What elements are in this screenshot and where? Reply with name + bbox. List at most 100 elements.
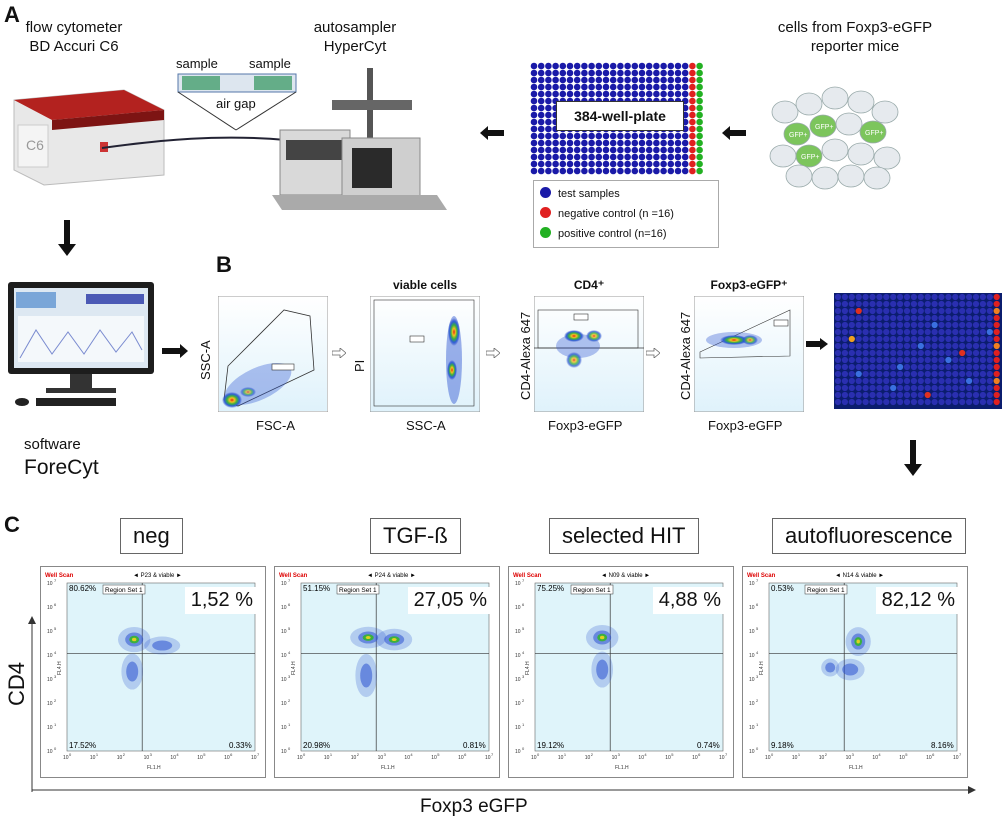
tick-label: 10 xyxy=(749,629,755,635)
well xyxy=(966,293,973,301)
legend-dot-icon xyxy=(540,207,551,218)
well xyxy=(552,90,559,98)
well xyxy=(588,76,595,84)
tick-label: 10 xyxy=(515,581,521,587)
well xyxy=(945,321,952,329)
well xyxy=(834,335,842,343)
well xyxy=(834,370,842,378)
well xyxy=(645,90,653,98)
well-scan-label: Well Scan xyxy=(747,573,776,579)
well xyxy=(972,321,980,329)
well xyxy=(667,153,675,161)
tick-label: 10 xyxy=(515,701,521,707)
legend-item-positive: positive control (n=16) xyxy=(540,224,712,244)
well xyxy=(993,377,1000,385)
well xyxy=(624,139,631,147)
well xyxy=(602,167,610,175)
tick-label: 10 xyxy=(515,629,521,635)
quad-ll: 20.98% xyxy=(303,741,330,750)
well xyxy=(689,111,696,119)
well xyxy=(979,314,986,322)
well xyxy=(537,132,545,140)
software-line1: software xyxy=(24,436,81,453)
well xyxy=(876,321,883,329)
well xyxy=(897,384,904,392)
tick-label: 7 xyxy=(959,752,962,757)
well xyxy=(660,69,667,77)
tick-label: 10 xyxy=(281,701,287,707)
well xyxy=(972,335,980,343)
well xyxy=(876,370,883,378)
tick-label: 0 xyxy=(756,746,759,751)
well xyxy=(890,370,897,378)
tick-label: 10 xyxy=(297,755,303,761)
well xyxy=(924,307,931,315)
fl4-label: FL4.H xyxy=(759,661,765,675)
well xyxy=(910,398,917,406)
region-label: Region Set 1 xyxy=(339,587,377,594)
quad-ll: 9.18% xyxy=(771,741,794,750)
well xyxy=(862,349,869,357)
well xyxy=(938,391,945,399)
well xyxy=(869,398,876,406)
well xyxy=(631,132,639,140)
well xyxy=(917,384,924,392)
well xyxy=(903,356,911,364)
well xyxy=(862,314,869,322)
well xyxy=(696,111,703,119)
well xyxy=(903,328,911,336)
well xyxy=(653,62,660,70)
well xyxy=(876,307,883,315)
well xyxy=(617,167,624,175)
well xyxy=(617,139,624,147)
well xyxy=(545,76,552,84)
well xyxy=(631,90,639,98)
well xyxy=(917,356,924,364)
right-arrow-icon xyxy=(646,348,660,358)
well xyxy=(993,342,1000,350)
well xyxy=(595,90,603,98)
cells-caption: cells from Foxp3-eGFP reporter mice xyxy=(750,18,960,56)
well xyxy=(959,363,966,371)
well xyxy=(545,167,552,175)
well xyxy=(972,342,980,350)
well xyxy=(841,328,848,336)
tick-label: 6 xyxy=(932,752,935,757)
well xyxy=(645,160,653,168)
well xyxy=(959,370,966,378)
well xyxy=(689,139,696,147)
well xyxy=(876,391,883,399)
tick-label: 10 xyxy=(749,749,755,755)
well-id: ◄ N14 & viable ► xyxy=(835,573,884,579)
scatter-plot-foxp3 xyxy=(694,296,804,412)
well xyxy=(552,132,559,140)
tick-label: 7 xyxy=(491,752,494,757)
cell xyxy=(835,112,863,136)
y-axis-arrow xyxy=(28,616,36,792)
well xyxy=(848,342,855,350)
well xyxy=(559,90,567,98)
well xyxy=(855,342,862,350)
well xyxy=(545,153,552,161)
well xyxy=(869,356,876,364)
well xyxy=(966,335,973,343)
well xyxy=(681,83,689,91)
well xyxy=(917,342,924,350)
well xyxy=(834,398,842,406)
well xyxy=(530,69,538,77)
tick-label: 3 xyxy=(618,752,621,757)
tick-label: 3 xyxy=(288,674,291,679)
ur-percentage: 82,12 % xyxy=(875,587,961,614)
well xyxy=(959,384,966,392)
tick-label: 10 xyxy=(749,653,755,659)
well xyxy=(602,146,610,154)
gfp-label: GFP+ xyxy=(789,132,807,139)
well xyxy=(530,160,538,168)
well xyxy=(945,377,952,385)
well xyxy=(559,146,567,154)
well xyxy=(559,69,567,77)
tick-label: 10 xyxy=(378,755,384,761)
well xyxy=(938,398,945,406)
tick-label: 4 xyxy=(288,650,291,655)
condition-box-hit: selected HIT xyxy=(549,518,699,554)
